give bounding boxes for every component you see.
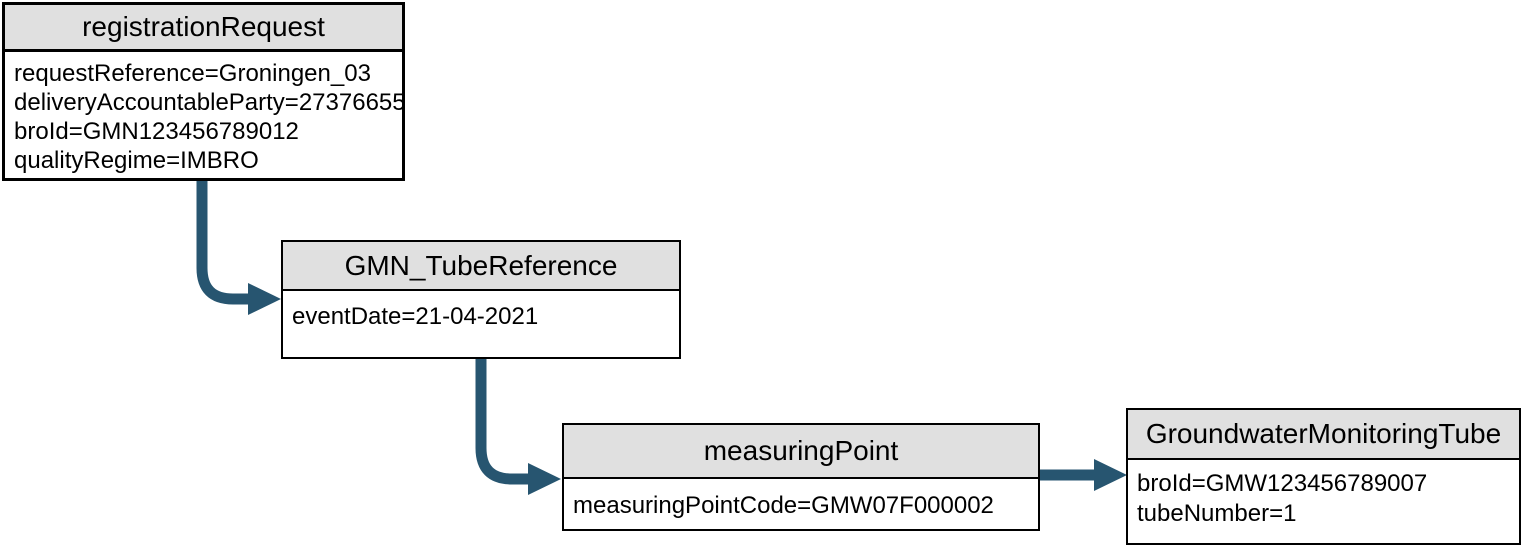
node-title-gmn-tube-reference: GMN_TubeReference	[283, 242, 679, 291]
node-title-groundwater-monitoring-tube: GroundwaterMonitoringTube	[1128, 410, 1519, 460]
node-title-measuring-point: measuringPoint	[564, 425, 1038, 479]
node-gmn-tube-reference: GMN_TubeReference eventDate=21-04-2021	[281, 240, 681, 359]
edge-registration-to-tube-reference-arrow	[196, 181, 281, 315]
attribute-quality-regime: qualityRegime=IMBRO	[14, 147, 259, 174]
edge-tube-reference-to-measuring-point-arrow	[475, 359, 561, 495]
attribute-request-reference: requestReference=Groningen_03	[14, 60, 371, 87]
attribute-event-date: eventDate=21-04-2021	[292, 303, 539, 330]
edge-measuring-point-to-tube-arrow	[1040, 459, 1127, 491]
attribute-tube-bro-id: broId=GMW123456789007	[1137, 470, 1428, 497]
node-attributes-gmn-tube-reference: eventDate=21-04-2021	[283, 291, 679, 331]
node-registration-request: registrationRequest requestReference=Gro…	[2, 2, 405, 181]
attribute-measuring-point-code: measuringPointCode=GMW07F000002	[573, 492, 994, 519]
node-attributes-measuring-point: measuringPointCode=GMW07F000002	[564, 479, 1038, 520]
attribute-delivery-accountable-party: deliveryAccountableParty=27376655	[14, 89, 402, 116]
node-measuring-point: measuringPoint measuringPointCode=GMW07F…	[562, 423, 1040, 531]
node-title-registration-request: registrationRequest	[5, 5, 402, 52]
attribute-bro-id: broId=GMN123456789012	[14, 118, 299, 145]
node-attributes-groundwater-monitoring-tube: broId=GMW123456789007 tubeNumber=1	[1128, 460, 1519, 529]
node-attributes-registration-request: requestReference=Groningen_03 deliveryAc…	[5, 52, 402, 175]
node-groundwater-monitoring-tube: GroundwaterMonitoringTube broId=GMW12345…	[1126, 408, 1521, 545]
attribute-tube-number: tubeNumber=1	[1137, 500, 1297, 527]
